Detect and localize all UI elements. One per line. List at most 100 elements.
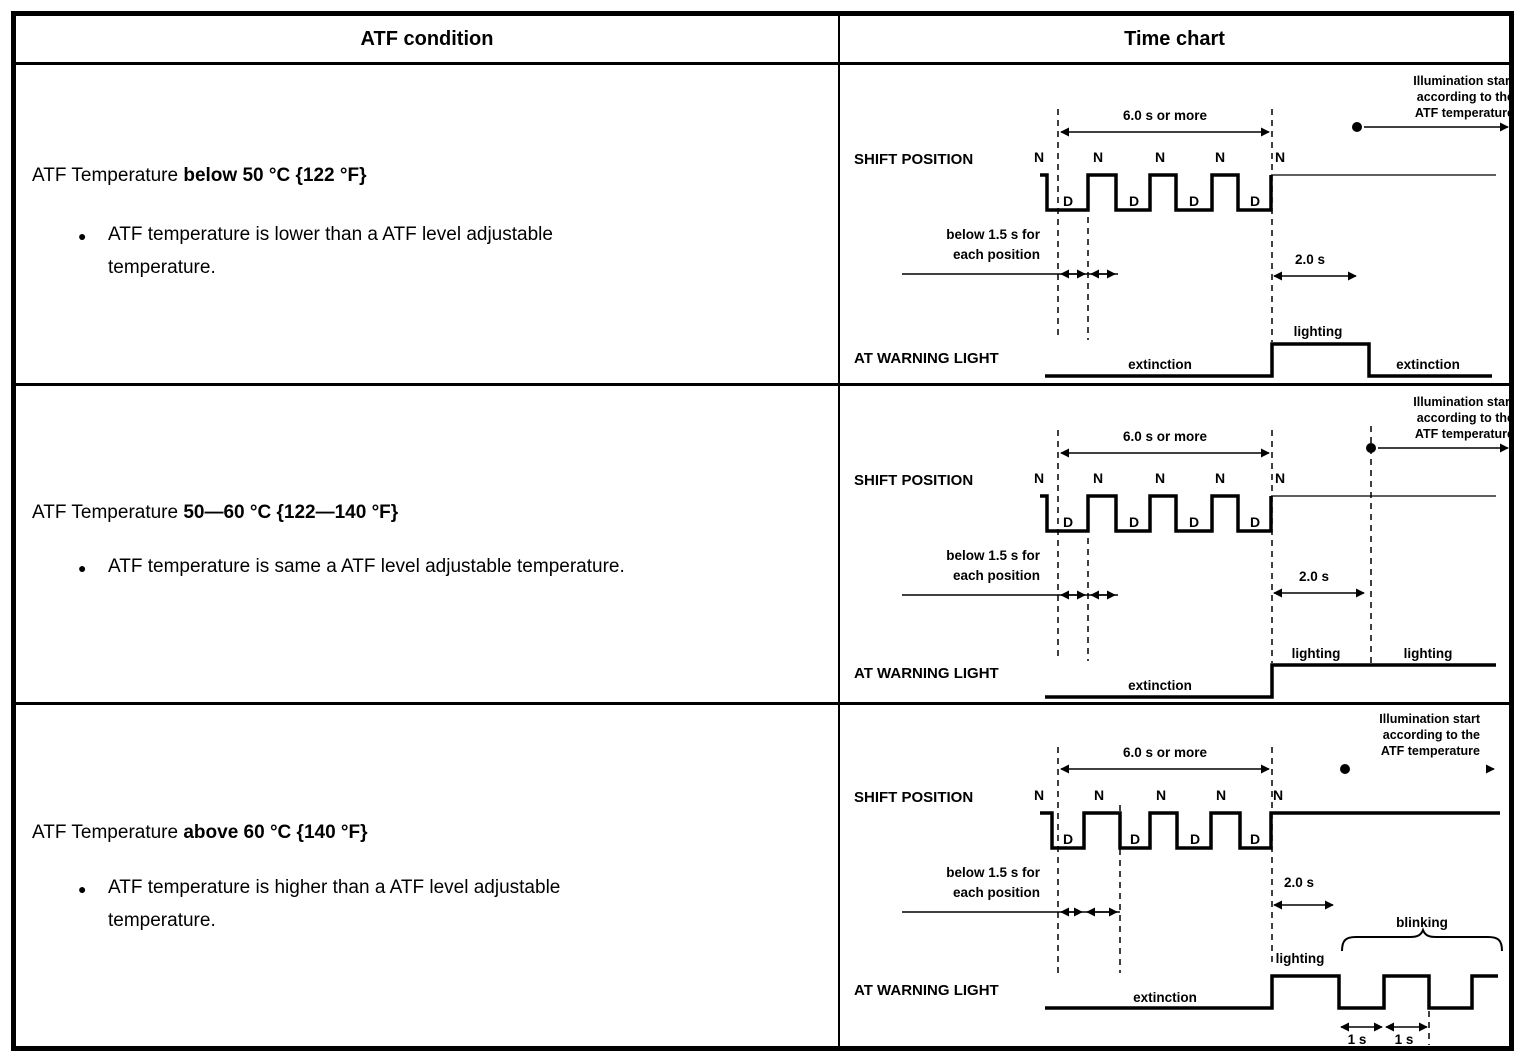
- d-label: D: [1250, 514, 1260, 530]
- n-label: N: [1275, 149, 1285, 165]
- header-time-chart: Time chart: [838, 16, 1509, 62]
- warning-light-label: AT WARNING LIGHT: [854, 665, 999, 682]
- lighting-label: lighting: [1404, 646, 1453, 661]
- illumination-note-line1: Illumination start: [1413, 74, 1509, 88]
- n-label: N: [1093, 149, 1103, 165]
- illumination-note-line1: Illumination start: [1379, 712, 1481, 726]
- n-label: N: [1215, 149, 1225, 165]
- lighting-label: lighting: [1294, 324, 1343, 339]
- row3-bullet-line2: temperature.: [108, 910, 216, 931]
- header-atf-condition-label: ATF condition: [360, 27, 494, 50]
- row2-condition-bold: 50—60 °C {122—140 °F}: [183, 502, 399, 523]
- row2-condition-prefix: ATF Temperature: [32, 502, 184, 523]
- d-label: D: [1250, 831, 1260, 847]
- shift-position-label: SHIFT POSITION: [854, 789, 973, 806]
- d-label: D: [1129, 193, 1139, 209]
- blinking-label: blinking: [1396, 915, 1448, 930]
- n-label: N: [1034, 470, 1044, 486]
- duration-label: 6.0 s or more: [1123, 108, 1208, 123]
- n-label: N: [1273, 787, 1283, 803]
- delay-label: 2.0 s: [1299, 569, 1329, 584]
- illumination-note-line3: ATF temperature: [1381, 744, 1480, 758]
- d-label: D: [1063, 831, 1073, 847]
- n-label: N: [1034, 787, 1044, 803]
- below-note-line2: each position: [953, 885, 1040, 900]
- row2-time-chart: Illumination start according to the ATF …: [854, 395, 1509, 699]
- illumination-note-line2: according to the: [1417, 411, 1509, 425]
- d-label: D: [1250, 193, 1260, 209]
- row3-condition-bold: above 60 °C {140 °F}: [183, 822, 368, 843]
- row3-condition-prefix: ATF Temperature: [32, 822, 184, 843]
- illumination-start-dot: [1340, 764, 1350, 774]
- row1-condition-bold: below 50 °C {122 °F}: [183, 165, 367, 186]
- below-note-line1: below 1.5 s for: [946, 227, 1041, 242]
- one-second-label: 1 s: [1348, 1032, 1367, 1046]
- row3-condition-cell: ATF Temperature above 60 °C {140 °F} ● A…: [16, 702, 838, 1046]
- bullet-icon: ●: [78, 560, 87, 576]
- atf-condition-table: ATF condition Time chart ATF Temperature…: [11, 11, 1514, 1051]
- d-label: D: [1129, 514, 1139, 530]
- row1-condition-title: ATF Temperature below 50 °C {122 °F}: [32, 165, 366, 187]
- illumination-note-line1: Illumination start: [1413, 395, 1509, 409]
- n-label: N: [1275, 470, 1285, 486]
- extinction-label: extinction: [1396, 357, 1460, 372]
- row1-condition-prefix: ATF Temperature: [32, 165, 184, 186]
- d-label: D: [1189, 514, 1199, 530]
- illumination-note-line2: according to the: [1417, 90, 1509, 104]
- row1-bullet-line1: ATF temperature is lower than a ATF leve…: [108, 224, 553, 245]
- illumination-start-dot: [1366, 443, 1376, 453]
- shift-position-label: SHIFT POSITION: [854, 472, 973, 489]
- row3-condition-title: ATF Temperature above 60 °C {140 °F}: [32, 822, 368, 844]
- warning-light-label: AT WARNING LIGHT: [854, 350, 999, 367]
- row2-condition-cell: ATF Temperature 50—60 °C {122—140 °F} ● …: [16, 383, 838, 702]
- lighting-label: lighting: [1292, 646, 1341, 661]
- warning-light-waveform: [1045, 342, 1492, 378]
- shift-waveform: [1040, 173, 1273, 212]
- below-note-line1: below 1.5 s for: [946, 865, 1041, 880]
- row1-time-chart-cell: Illumination start according to the ATF …: [838, 62, 1509, 383]
- d-label: D: [1063, 514, 1073, 530]
- shift-waveform: [1040, 494, 1273, 533]
- delay-label: 2.0 s: [1284, 875, 1314, 890]
- n-label: N: [1215, 470, 1225, 486]
- one-second-label: 1 s: [1395, 1032, 1414, 1046]
- n-label: N: [1155, 470, 1165, 486]
- row3-time-chart: Illumination start according to the ATF …: [854, 712, 1503, 1046]
- extinction-label: extinction: [1128, 357, 1192, 372]
- header-time-chart-label: Time chart: [1124, 27, 1225, 50]
- duration-label: 6.0 s or more: [1123, 429, 1208, 444]
- illumination-note-line3: ATF temperature: [1415, 427, 1509, 441]
- row2-bullet-line1: ATF temperature is same a ATF level adju…: [108, 556, 625, 577]
- d-label: D: [1190, 831, 1200, 847]
- illumination-start-dot: [1352, 122, 1362, 132]
- row3-bullet-line1: ATF temperature is higher than a ATF lev…: [108, 877, 561, 898]
- d-label: D: [1189, 193, 1199, 209]
- lighting-label: lighting: [1276, 951, 1325, 966]
- duration-label: 6.0 s or more: [1123, 745, 1208, 760]
- extinction-label: extinction: [1128, 678, 1192, 693]
- row1-condition-cell: ATF Temperature below 50 °C {122 °F} ● A…: [16, 62, 838, 383]
- below-note-line2: each position: [953, 568, 1040, 583]
- illumination-note-line3: ATF temperature: [1415, 106, 1509, 120]
- n-label: N: [1093, 470, 1103, 486]
- n-label: N: [1094, 787, 1104, 803]
- row1-time-chart: Illumination start according to the ATF …: [854, 74, 1509, 378]
- below-note-line2: each position: [953, 247, 1040, 262]
- row3-time-chart-cell: Illumination start according to the ATF …: [838, 702, 1509, 1046]
- warning-light-label: AT WARNING LIGHT: [854, 982, 999, 999]
- row1-bullet-line2: temperature.: [108, 257, 216, 278]
- below-note-line1: below 1.5 s for: [946, 548, 1041, 563]
- row2-condition-title: ATF Temperature 50—60 °C {122—140 °F}: [32, 502, 398, 524]
- illumination-note-line2: according to the: [1383, 728, 1480, 742]
- header-atf-condition: ATF condition: [16, 16, 838, 62]
- bullet-icon: ●: [78, 228, 87, 244]
- extinction-label: extinction: [1133, 990, 1197, 1005]
- row2-time-chart-cell: Illumination start according to the ATF …: [838, 383, 1509, 702]
- shift-position-label: SHIFT POSITION: [854, 151, 973, 168]
- n-label: N: [1034, 149, 1044, 165]
- shift-waveform: [1040, 811, 1500, 850]
- n-label: N: [1216, 787, 1226, 803]
- d-label: D: [1130, 831, 1140, 847]
- d-label: D: [1063, 193, 1073, 209]
- n-label: N: [1156, 787, 1166, 803]
